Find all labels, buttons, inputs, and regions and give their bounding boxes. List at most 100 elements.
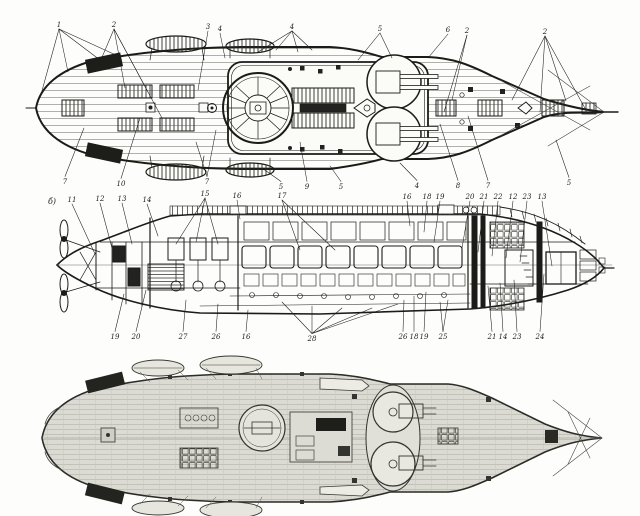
callout-number: 14 [143,196,152,204]
leader-line [114,293,125,332]
leader-line [541,200,553,267]
callout-number: 5 [279,183,284,191]
engine-room [147,237,229,292]
callout-number: 21 [487,333,497,341]
deck-beam-frames [169,205,501,216]
leader-line [439,301,444,332]
leader-line [182,299,187,332]
callout-number: 21 [479,193,489,201]
leader-line [311,307,373,334]
leader-line [491,200,499,257]
leader-line [539,35,546,113]
leader-line [439,123,459,181]
longitudinal-section-view: б) [48,190,615,343]
callout-number: 2 [111,21,117,29]
callout-number: 16 [233,192,242,200]
companionway-stairs [519,255,536,285]
callout-number: 4 [217,25,222,33]
lower-deck-plan-view [41,355,603,516]
leader-line [499,282,504,332]
leader-line [58,28,119,57]
leader-line [281,199,336,251]
leader-line [113,28,163,119]
leader-line [204,197,219,245]
leader-line [275,30,293,51]
callout-number: 19 [111,333,120,341]
leader-line [539,273,545,332]
leader-line [443,34,468,113]
pear-barbette [365,384,437,492]
davits [149,47,271,169]
machinery-skylight [291,87,355,129]
anchor-gear-blocks [84,52,124,164]
leader-line [58,28,69,73]
double-bottom-cells [243,273,466,287]
leader-line [406,200,411,227]
aft-gratings [61,84,209,132]
callout-number: 26 [398,333,408,341]
aft-compartments [79,241,143,307]
leader-line [519,200,528,263]
bow-fittings-toned [352,394,558,483]
spoked-barbette [222,72,294,144]
callout-number: 1 [57,21,61,29]
leader-line [357,32,381,61]
callout-number: 7 [205,178,210,186]
leader-line [121,202,133,245]
callout-number: 19 [436,193,445,201]
leader-line [399,162,418,181]
callout-number: 12 [96,195,105,203]
leader-line [291,30,299,53]
callout-number: 13 [538,193,547,201]
callout-number: 3 [206,23,211,31]
callout-number: 7 [63,178,68,186]
leader-line [113,28,126,89]
callout-number: 23 [522,193,532,201]
leader-line [195,141,208,177]
callout-number: 2 [542,28,548,36]
leader-line [427,33,449,59]
manholes [249,292,447,300]
leader-line [195,197,206,243]
callout-number: 22 [493,193,503,201]
callout-number: 5 [567,179,572,187]
callout-number: 26 [211,333,221,341]
callout-number: 5 [378,25,383,33]
aft-skylights [100,407,219,469]
leader-line [175,197,206,245]
leader-line [120,117,141,179]
leader-line [197,30,209,91]
callout-number: 23 [512,333,522,341]
callout-number: 28 [307,335,317,343]
callout-number: 24 [535,333,545,341]
callout-number: 11 [68,196,77,204]
leader-line [311,303,399,334]
mainmast [207,103,217,113]
bow-rigging [499,69,605,147]
leader-line [99,202,113,249]
gun-turret-lower [366,106,439,162]
leader-line [329,165,342,182]
callout-number: 18 [410,333,419,341]
leader-line [64,127,85,177]
leader-line [513,279,518,332]
turntable-circle [238,404,286,452]
leader-line [215,303,219,332]
leader-line [291,30,313,51]
leader-line [281,199,301,251]
callout-number: 16 [242,333,251,341]
callout-number: 20 [131,333,141,341]
leader-line [433,200,441,243]
callout-number: 15 [201,190,210,198]
leader-line [544,35,567,102]
callout-number: 25 [438,333,448,341]
leader-line [511,35,546,101]
leader-line [402,299,405,332]
leader-line [423,200,428,233]
callout-number: 4 [289,23,294,31]
